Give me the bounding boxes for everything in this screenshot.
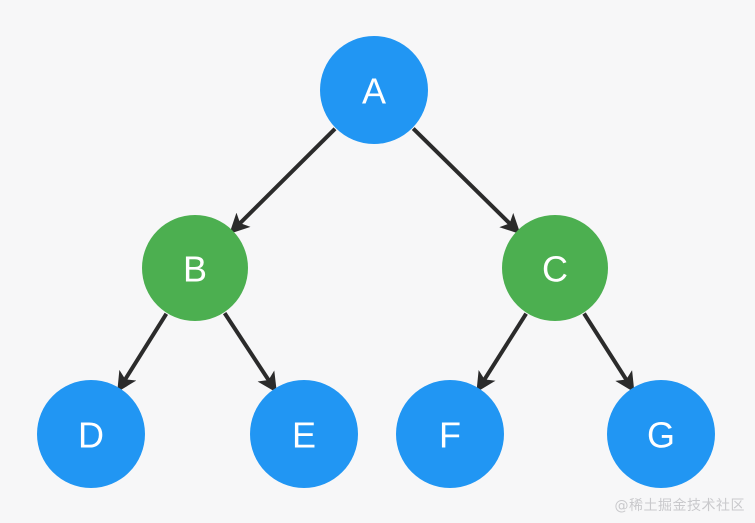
node-circle-d[interactable] (37, 380, 145, 488)
node-circle-e[interactable] (250, 380, 358, 488)
node-circle-b[interactable] (142, 215, 248, 321)
node-label-a: A (362, 71, 386, 112)
tree-edge-a-c (411, 127, 521, 235)
edges-layer (117, 127, 635, 393)
tree-node-f[interactable]: F (396, 380, 504, 488)
node-circle-c[interactable] (502, 215, 608, 321)
tree-edge-c-g (582, 312, 635, 393)
tree-edge-c-f (476, 312, 528, 393)
node-label-e: E (292, 415, 316, 456)
tree-node-e[interactable]: E (250, 380, 358, 488)
node-circle-a[interactable] (320, 36, 428, 144)
tree-edge-b-e (222, 312, 277, 393)
watermark-text: @稀土掘金技术社区 (614, 498, 745, 514)
node-circle-g[interactable] (607, 380, 715, 488)
tree-node-c[interactable]: C (502, 215, 608, 321)
node-label-d: D (78, 415, 104, 456)
tree-node-d[interactable]: D (37, 380, 145, 488)
tree-node-b[interactable]: B (142, 215, 248, 321)
node-circle-f[interactable] (396, 380, 504, 488)
tree-edge-b-d (117, 312, 169, 393)
tree-node-a[interactable]: A (320, 36, 428, 144)
tree-edge-a-b (229, 127, 337, 234)
tree-node-g[interactable]: G (607, 380, 715, 488)
node-label-g: G (647, 415, 675, 456)
node-label-c: C (542, 249, 568, 290)
node-label-f: F (439, 415, 461, 456)
nodes-layer: A B C D E F G (37, 36, 715, 488)
node-label-b: B (183, 249, 207, 290)
